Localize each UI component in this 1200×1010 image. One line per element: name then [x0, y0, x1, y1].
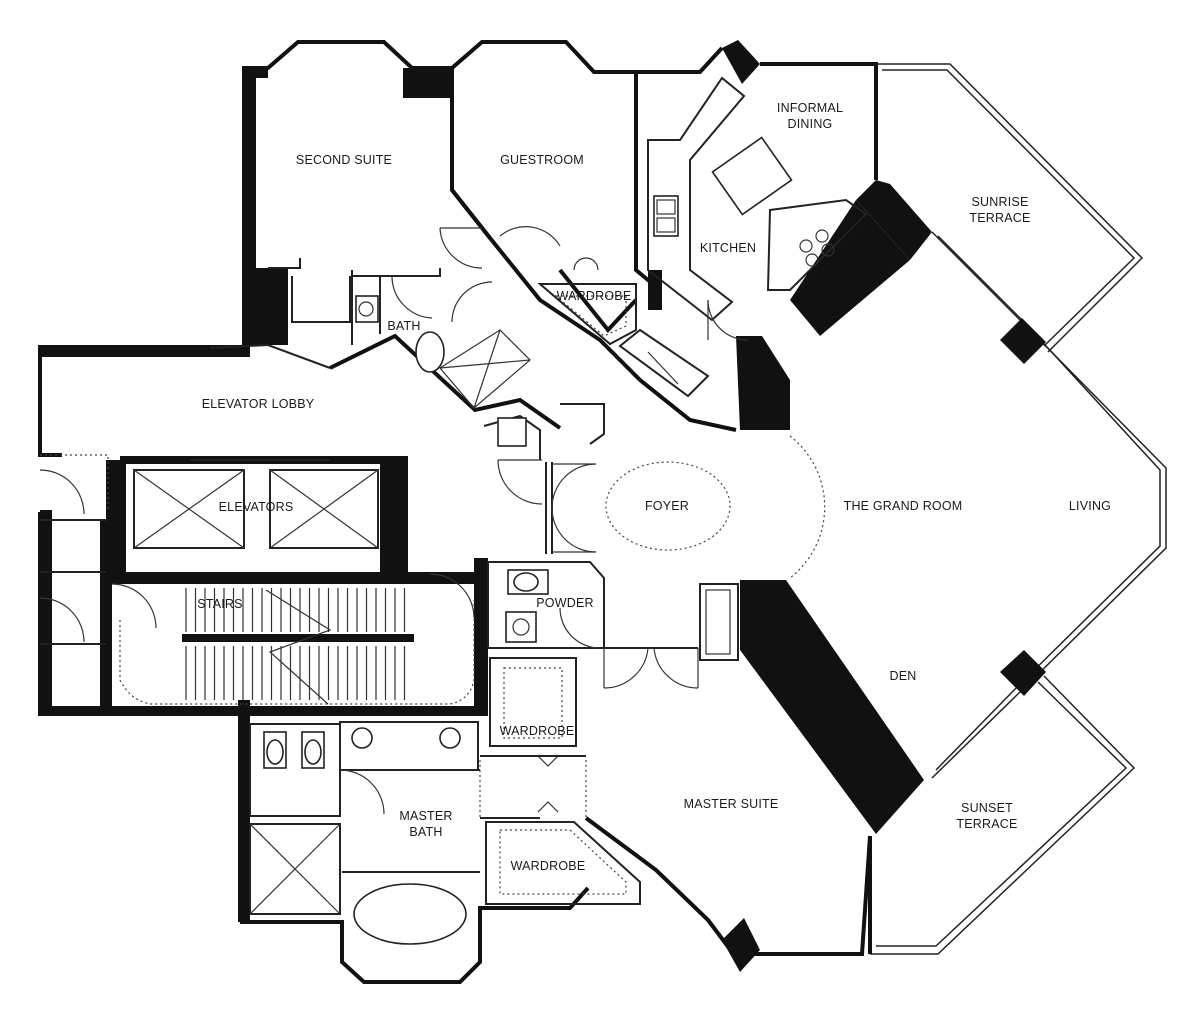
- label-elevators: ELEVATORS: [219, 500, 294, 514]
- label-master-bath-1: MASTER: [399, 809, 452, 823]
- label-bath: BATH: [387, 319, 420, 333]
- label-informal-dining-1: INFORMAL: [777, 101, 843, 115]
- elevator-car-right: [269, 469, 379, 549]
- label-wardrobe-master-2: WARDROBE: [511, 859, 586, 873]
- cooktop-icon: [799, 229, 835, 267]
- label-sunrise-terrace-1: SUNRISE: [972, 195, 1029, 209]
- room-labels: SECOND SUITE GUESTROOM INFORMAL DINING S…: [197, 101, 1111, 873]
- label-den: DEN: [890, 669, 917, 683]
- label-informal-dining-2: DINING: [788, 117, 833, 131]
- label-foyer: FOYER: [645, 499, 689, 513]
- label-wardrobe-master-1: WARDROBE: [500, 724, 575, 738]
- toilet-icon: [263, 731, 287, 769]
- sink-icon: [351, 727, 461, 749]
- exterior-walls: [38, 40, 1167, 984]
- label-elevator-lobby: ELEVATOR LOBBY: [202, 397, 315, 411]
- stairs-treads: [185, 588, 406, 700]
- label-grand-room: THE GRAND ROOM: [844, 499, 963, 513]
- label-sunset-terrace-2: TERRACE: [956, 817, 1017, 831]
- label-second-suite: SECOND SUITE: [296, 153, 392, 167]
- label-master-bath-2: BATH: [409, 825, 442, 839]
- label-wardrobe-guest: WARDROBE: [557, 289, 632, 303]
- label-living: LIVING: [1069, 499, 1111, 513]
- label-kitchen: KITCHEN: [700, 241, 756, 255]
- elevator-car-left: [133, 469, 245, 549]
- label-sunrise-terrace-2: TERRACE: [969, 211, 1030, 225]
- label-sunset-terrace-1: SUNSET: [961, 801, 1013, 815]
- bidet-icon: [301, 731, 325, 769]
- label-powder: POWDER: [536, 596, 593, 610]
- label-master-suite: MASTER SUITE: [684, 797, 779, 811]
- interior-partitions: [39, 76, 868, 945]
- label-stairs: STAIRS: [197, 597, 242, 611]
- label-guestroom: GUESTROOM: [500, 153, 584, 167]
